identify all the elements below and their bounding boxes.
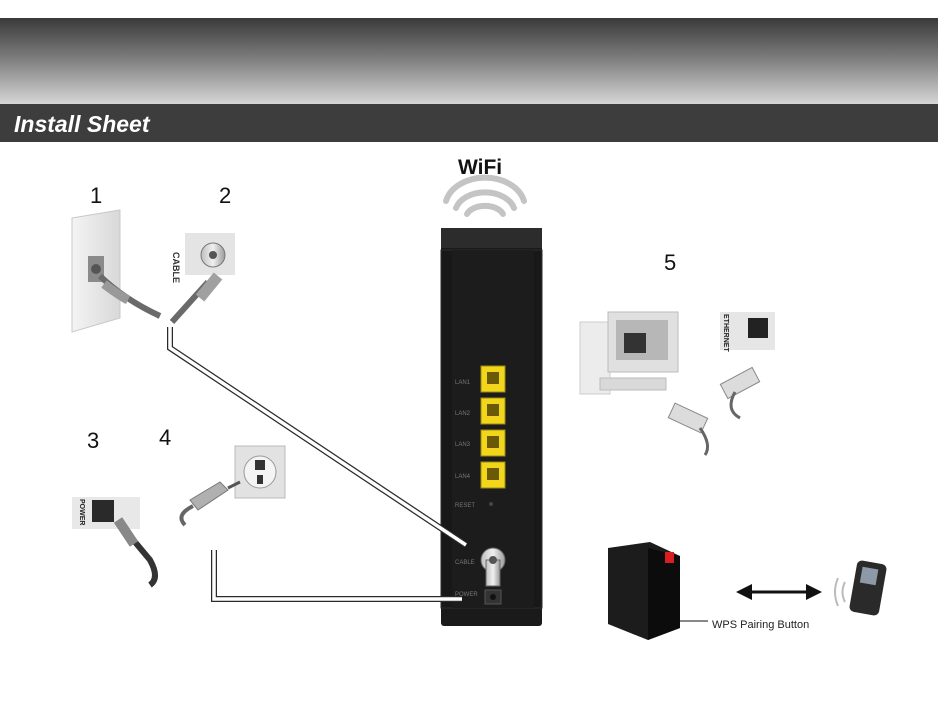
mobile-phone-icon	[835, 560, 887, 616]
wps-pairing-button-label: WPS Pairing Button	[712, 619, 809, 631]
power-label: POWER	[78, 499, 85, 525]
svg-text:LAN2: LAN2	[455, 411, 471, 417]
cable-port-label: CABLE	[171, 252, 181, 283]
wps-modem-icon	[608, 542, 708, 640]
double-arrow-icon	[736, 584, 822, 600]
power-cable-line	[214, 550, 462, 599]
svg-text:CABLE: CABLE	[455, 560, 475, 566]
svg-text:LAN3: LAN3	[455, 442, 471, 448]
svg-text:LAN4: LAN4	[455, 474, 471, 480]
cable-modem-rear-panel: LAN1 LAN2 LAN3 LAN4 RESET CABLE POWER	[441, 228, 542, 626]
coax-cable-line	[170, 327, 466, 545]
computer-ethernet-icon: ETHERNET	[580, 312, 775, 455]
power-plug-icon: POWER	[72, 497, 155, 585]
ethernet-label: ETHERNET	[722, 314, 729, 352]
svg-text:RESET: RESET	[455, 503, 475, 509]
wall-cable-outlet-icon	[72, 210, 160, 332]
wifi-signal-icon	[446, 178, 524, 214]
svg-text:LAN1: LAN1	[455, 380, 471, 386]
wall-power-socket-icon	[181, 446, 285, 525]
cable-port-icon: CABLE	[171, 233, 235, 322]
